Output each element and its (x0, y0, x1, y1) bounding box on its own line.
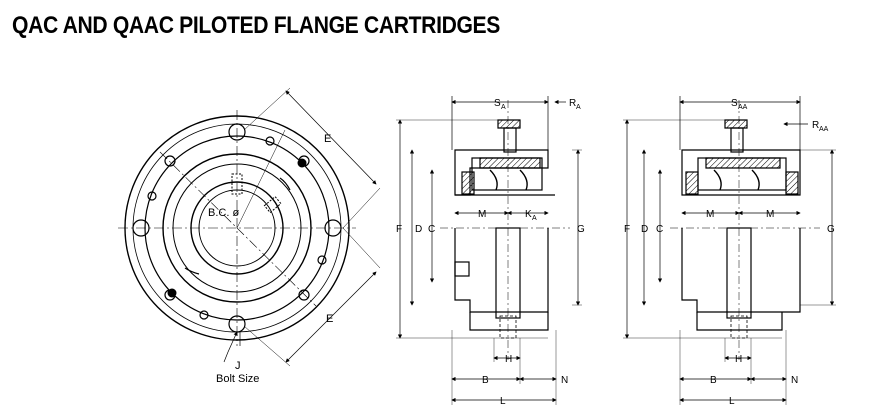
svg-text:H: H (505, 354, 512, 365)
qaac-section-view (670, 100, 820, 360)
svg-text:B: B (482, 375, 489, 386)
e-dimension-top (285, 90, 377, 185)
svg-text:F: F (624, 224, 630, 235)
small-hole-3 (265, 136, 275, 146)
bolt-hole-right (324, 219, 342, 237)
tapped-hole-1 (164, 155, 176, 167)
svg-text:N: N (791, 375, 798, 386)
small-hole-1 (147, 191, 157, 201)
svg-text:M: M (706, 209, 714, 220)
bolt-hole-top (228, 123, 246, 141)
small-hole-2 (317, 255, 327, 265)
svg-text:D: D (641, 224, 648, 235)
page-title: QAC AND QAAC PILOTED FLANGE CARTRIDGES (12, 12, 501, 39)
grease-fitting-2 (167, 288, 177, 298)
set-screw-side (263, 195, 282, 214)
e-dimension-bottom (285, 271, 377, 363)
svg-text:D: D (415, 224, 422, 235)
j-label: J (235, 360, 241, 372)
qaac-dimensions (623, 96, 836, 405)
qaac-labels: S AA R AA M M F D C G H B N L (624, 98, 835, 407)
svg-text:A: A (501, 104, 506, 111)
diagonal-centerline (159, 151, 317, 307)
svg-text:AA: AA (819, 126, 829, 133)
svg-text:N: N (561, 375, 568, 386)
svg-text:A: A (532, 215, 537, 222)
svg-text:L: L (729, 396, 735, 407)
svg-text:B: B (710, 375, 717, 386)
qac-dimensions (396, 96, 582, 405)
qac-labels: S A R A M K A F D C G H B N L (396, 98, 585, 407)
svg-text:G: G (577, 224, 585, 235)
svg-text:G: G (827, 224, 835, 235)
svg-text:R: R (569, 98, 576, 109)
bc-label: B.C. ø (208, 207, 239, 219)
svg-text:A: A (576, 104, 581, 111)
svg-text:S: S (494, 98, 501, 109)
bolt-size-label: Bolt Size (216, 373, 259, 385)
svg-text:M: M (766, 209, 774, 220)
small-hole-4 (199, 310, 209, 320)
svg-text:S: S (731, 98, 738, 109)
svg-text:C: C (656, 224, 663, 235)
set-screw-top (231, 173, 243, 195)
qac-section-view (440, 100, 570, 360)
e-label-top: E (324, 133, 331, 145)
svg-text:K: K (525, 209, 532, 220)
svg-text:C: C (428, 224, 435, 235)
e-label-bottom: E (326, 313, 333, 325)
svg-text:F: F (396, 224, 402, 235)
svg-text:H: H (735, 354, 742, 365)
bolt-hole-left (132, 219, 150, 237)
svg-text:R: R (812, 120, 819, 131)
front-view (118, 87, 381, 367)
svg-text:L: L (500, 396, 506, 407)
svg-text:AA: AA (738, 104, 748, 111)
grease-fitting-1 (297, 158, 307, 168)
svg-text:M: M (478, 209, 486, 220)
